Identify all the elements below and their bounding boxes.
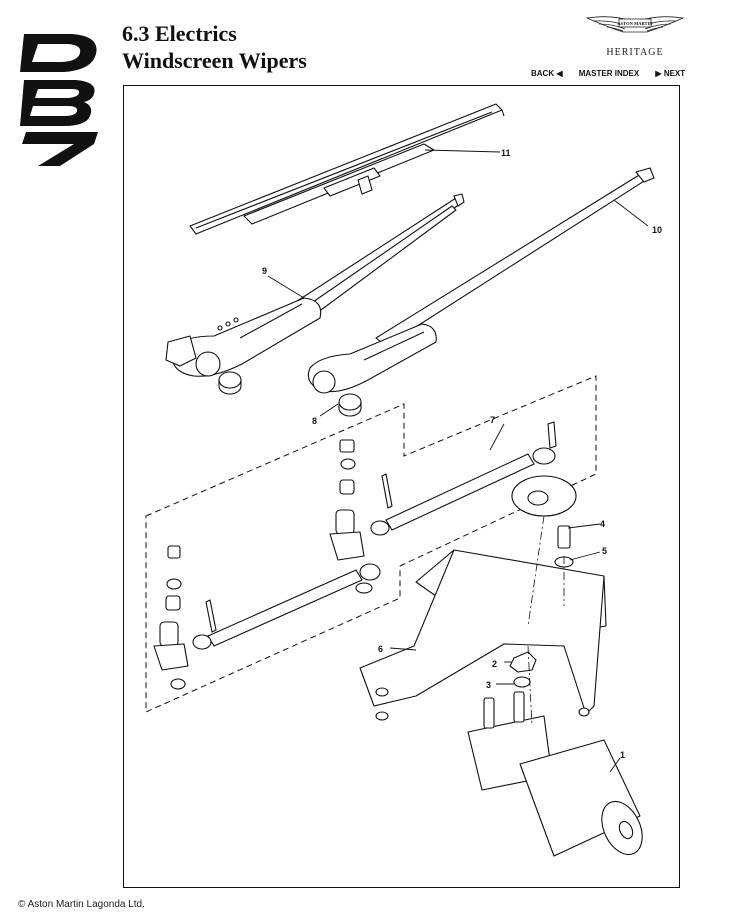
callout-9: 9 [262, 266, 267, 276]
brand-badge-text: ASTON MARTIN [617, 21, 653, 26]
master-index-link[interactable]: MASTER INDEX [578, 69, 640, 78]
page-title: Windscreen Wipers [122, 48, 307, 73]
db7-logo [20, 34, 98, 166]
section-title: 6.3 Electrics [122, 21, 237, 46]
callout-8: 8 [312, 416, 317, 426]
wiper-motor [467, 691, 643, 857]
heritage-label: HERITAGE [606, 47, 664, 58]
callout-3: 3 [486, 680, 491, 690]
callout-10: 10 [652, 225, 662, 235]
aston-martin-wings-logo: ASTON MARTIN [585, 16, 685, 33]
wiper-exploded-diagram: 11 10 9 8 7 6 5 4 3 2 1 [145, 103, 662, 857]
arrow-left-icon: ◀ [556, 69, 563, 78]
callout-4: 4 [600, 519, 605, 529]
linkage-bolt [381, 473, 393, 509]
callout-6: 6 [378, 644, 383, 654]
page-navigation: BACK ◀ MASTER INDEX ▶ NEXT [531, 69, 685, 78]
diagram-frame [123, 85, 680, 888]
linkage-assembly-outline [145, 375, 597, 713]
arrow-right-icon: ▶ [655, 69, 662, 78]
callout-5: 5 [602, 546, 607, 556]
wiper-pivot-upper [329, 439, 365, 561]
wiper-arm-passenger [165, 193, 465, 377]
linkage-bolt [547, 421, 557, 449]
linkage-rod-upper [370, 447, 556, 536]
copyright-notice: © Aston Martin Lagonda Ltd. [18, 899, 145, 910]
next-link[interactable]: ▶ NEXT [655, 69, 686, 78]
callout-leaders [267, 149, 649, 773]
wiper-pivot-lower [153, 545, 189, 690]
motor-nut [509, 651, 537, 673]
callout-7: 7 [490, 415, 495, 425]
wiper-arm-driver [307, 167, 655, 394]
callout-11: 11 [501, 148, 511, 158]
callout-1: 1 [620, 750, 625, 760]
motor-bracket [359, 549, 607, 721]
wiper-blade [189, 103, 505, 235]
crank-disc [511, 475, 577, 517]
callout-2: 2 [492, 659, 497, 669]
back-link[interactable]: BACK ◀ [531, 69, 563, 78]
motor-washer [513, 676, 531, 688]
linkage-bolt [205, 599, 217, 633]
spindle-cap [218, 371, 362, 417]
crank-bolt [557, 525, 571, 549]
page-header: 6.3 Electrics Windscreen Wipers [122, 20, 307, 74]
linkage-nut [355, 582, 373, 594]
linkage-rod-lower [192, 563, 381, 650]
